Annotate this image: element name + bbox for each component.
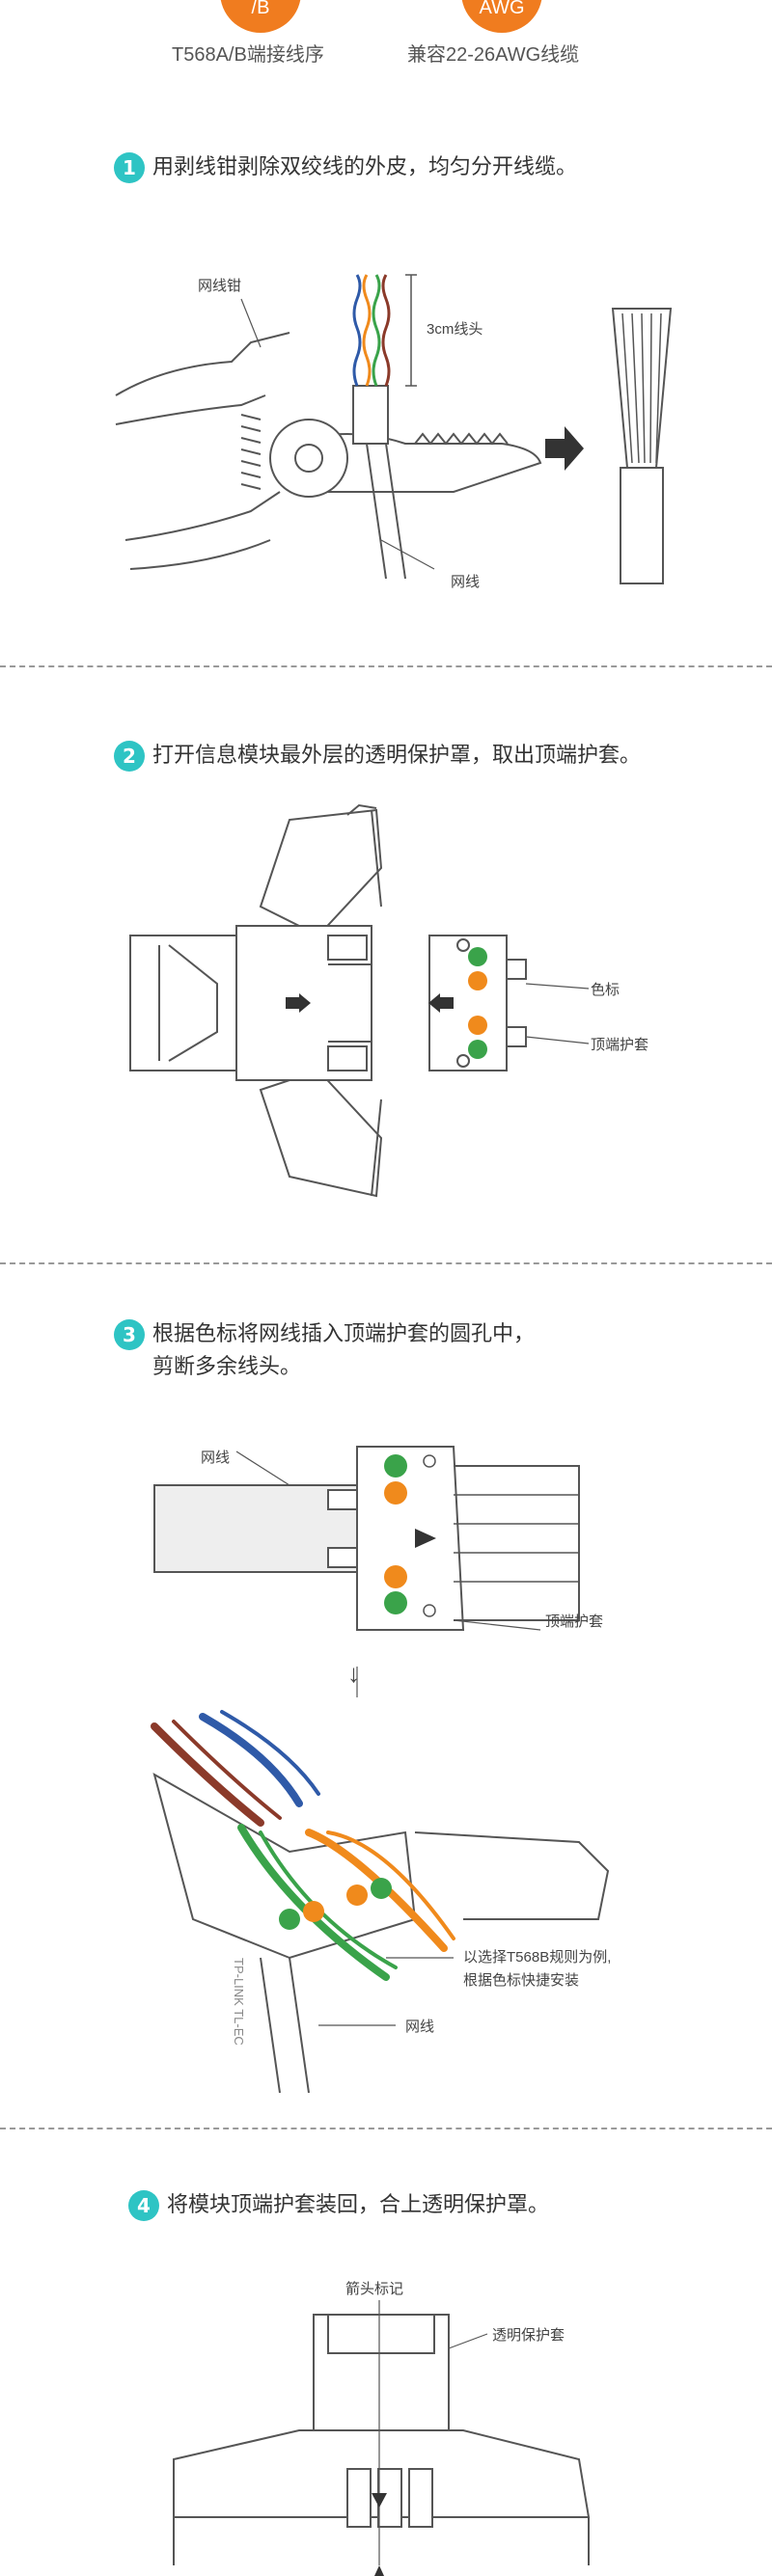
step-3-text: 根据色标将网线插入顶端护套的圆孔中，	[152, 1322, 536, 1346]
step-2-text: 打开信息模块最外层的透明保护罩，取出顶端护套。	[152, 744, 642, 768]
t568b-note-line1: 以选择T568B规则为例,	[463, 1949, 612, 1966]
cover-label: 透明保护套	[492, 2327, 565, 2344]
step-2-number: 2	[114, 741, 145, 772]
t568b-note-line2: 根据色标快捷安装	[463, 1972, 580, 1989]
step-3-number: 3	[114, 1319, 145, 1350]
step-1-number: 1	[114, 152, 145, 183]
cable-label-3: 网线	[201, 1450, 231, 1466]
color-mark-label: 色标	[591, 982, 620, 998]
step-4-number: 4	[128, 2190, 159, 2221]
divider-2	[0, 1262, 772, 1264]
step-2-illustration	[129, 803, 590, 1198]
arrow-mark-label: 箭头标记	[345, 2281, 404, 2297]
pliers-label: 网线钳	[198, 278, 242, 294]
divider-1	[0, 665, 772, 667]
step-2: 2 打开信息模块最外层的透明保护罩，取出顶端护套。	[114, 740, 641, 773]
cable-print-text: TP-LINK TL-EC	[232, 1958, 246, 2046]
awg-badge-label: AWG	[479, 0, 525, 18]
awg-caption: 兼容22-26AWG线缆	[407, 44, 580, 66]
step-4-illustration	[173, 2300, 591, 2576]
down-arrow: ↓	[347, 1659, 360, 1688]
step-3-wiring-illustration	[151, 1710, 610, 2094]
t568-badge-label: /B	[251, 0, 270, 18]
cap-label-2: 顶端护套	[591, 1037, 649, 1053]
step-3: 3 根据色标将网线插入顶端护套的圆孔中， 剪断多余线头。	[114, 1318, 535, 1384]
step-3-cap-illustration	[153, 1446, 580, 1697]
cap-label-3: 顶端护套	[545, 1613, 604, 1630]
awg-badge: AWG	[461, 0, 542, 33]
length-label: 3cm线头	[427, 321, 483, 338]
step-1-illustration	[115, 274, 673, 584]
cable-label-1: 网线	[451, 574, 481, 590]
step-4: 4 将模块顶端护套装回，合上透明保护罩。	[128, 2189, 549, 2222]
divider-3	[0, 2128, 772, 2129]
step-1-text: 用剥线钳剥除双绞线的外皮，均匀分开线缆。	[152, 155, 578, 179]
step-1: 1 用剥线钳剥除双绞线的外皮，均匀分开线缆。	[114, 151, 577, 184]
t568-badge: /B	[220, 0, 301, 33]
step-3-text-line2: 剪断多余线头。	[152, 1355, 302, 1379]
cable-label-4: 网线	[405, 2019, 435, 2035]
t568-caption: T568A/B端接线序	[172, 44, 324, 66]
step-4-text: 将模块顶端护套装回，合上透明保护罩。	[167, 2193, 550, 2217]
